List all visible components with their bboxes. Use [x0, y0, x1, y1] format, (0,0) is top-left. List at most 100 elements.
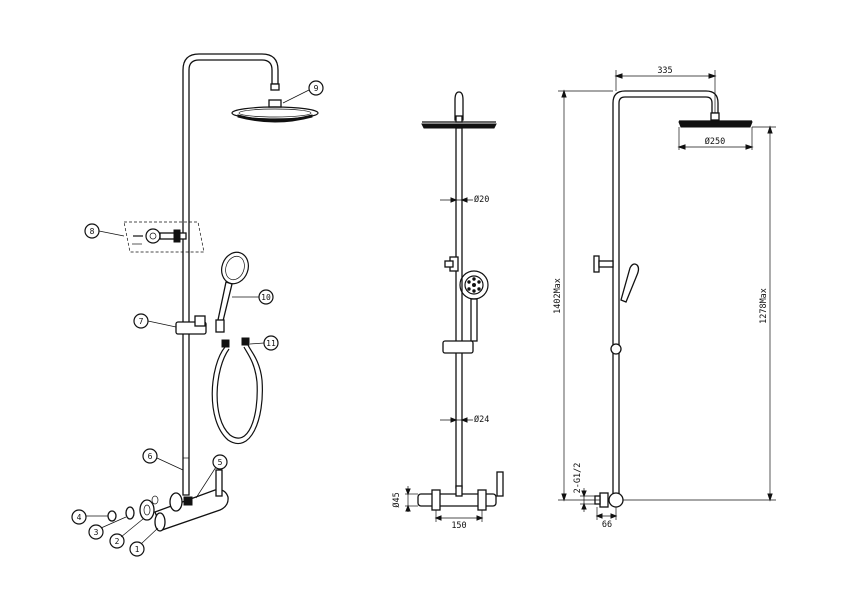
dim-mixer-width-label: 150: [451, 521, 466, 531]
dim-head-diameter-label: Ø250: [705, 136, 725, 147]
seal-washer: [125, 506, 135, 520]
wall-bracket-assembly: [123, 221, 205, 253]
slide-bracket-holder: [194, 315, 206, 327]
side-hand-shower: [620, 263, 640, 303]
front-head-face: [421, 123, 497, 129]
dim-lower-pipe: Ø24: [440, 414, 489, 425]
shower-hose: [211, 337, 263, 445]
mixer-outlet: [183, 496, 193, 506]
head-connector: [268, 99, 282, 108]
hand-shower: [215, 251, 249, 333]
bracket-arm: [159, 232, 187, 240]
bracket-clamp: [173, 229, 181, 243]
front-arm-stub: [454, 91, 464, 121]
dim-mixer-diameter-label: Ø45: [391, 492, 402, 507]
side-head-nut: [710, 112, 720, 121]
escutcheon-2: [169, 492, 183, 512]
side-mixer-body: [608, 492, 624, 508]
dim-mixer-diameter: Ø45: [391, 486, 418, 512]
callout-8-label: 8: [90, 227, 95, 236]
head-disc: [231, 106, 319, 120]
callout-2: 2: [109, 518, 144, 549]
dim-head-height-label: 1278Max: [759, 288, 769, 324]
callout-1-label: 1: [135, 545, 140, 554]
hand-shower-face: [225, 255, 245, 281]
eccentric-connector: [107, 510, 117, 522]
callout-11-label: 11: [266, 339, 276, 348]
dim-head-diameter: Ø250: [677, 127, 754, 150]
arm-nut: [270, 83, 280, 91]
callout-11: 11: [249, 335, 279, 351]
callout-7: 7: [133, 313, 177, 329]
callout-4-label: 4: [77, 513, 82, 522]
front-hand-handle: [470, 298, 478, 342]
front-view: Ø20 Ø24 Ø45 150: [391, 91, 504, 531]
front-mixer-leg-right: [477, 489, 487, 511]
callout-1: 1: [129, 527, 159, 557]
front-head-nut: [455, 115, 463, 123]
side-bracket-valve: [593, 255, 614, 273]
dim-upper-pipe: Ø20: [440, 194, 489, 205]
front-bracket-base: [444, 260, 454, 268]
dim-arm-width: 335: [614, 66, 717, 113]
dim-thread: 2-G1/2: [573, 463, 595, 512]
hose-outer: [211, 344, 263, 445]
side-bracket-handle: [593, 255, 600, 273]
hand-shower-cone: [215, 319, 225, 333]
escutcheon-inner: [143, 504, 151, 516]
side-bracket-stem: [598, 260, 614, 268]
callout-5: 5: [195, 454, 228, 499]
callout-3-label: 3: [94, 528, 99, 537]
callout-6-label: 6: [148, 452, 153, 461]
dim-wall-offset-label: 66: [602, 520, 612, 530]
hand-shower-head: [221, 251, 249, 285]
hose-inner: [216, 346, 258, 439]
dim-total-height: 1402Max: [553, 89, 613, 502]
callout-9: 9: [282, 80, 324, 104]
exploded-view: 9 8 10 7 11 6 5: [71, 53, 324, 557]
head-nozzle-face: [237, 114, 313, 123]
mixer-lever: [215, 469, 223, 497]
dim-mixer-width: 150: [434, 510, 484, 531]
hand-shower-handle: [217, 281, 233, 322]
hose-nut-top-left: [221, 339, 230, 348]
callout-10-label: 10: [261, 293, 271, 302]
bracket-disc: [145, 228, 161, 244]
side-mixer-connector: [599, 492, 609, 508]
small-nut: [151, 495, 159, 505]
dim-lower-pipe-label: Ø24: [474, 414, 489, 425]
callout-10: 10: [232, 289, 274, 305]
callout-2-label: 2: [115, 537, 120, 546]
dim-thread-label: 2-G1/2: [573, 463, 583, 494]
front-hand-face: [464, 275, 484, 295]
front-slide-bracket: [442, 340, 474, 354]
callout-7-label: 7: [139, 317, 144, 326]
bracket-disc-inner: [149, 232, 157, 240]
dim-upper-pipe-label: Ø20: [474, 194, 489, 205]
head-disc-inner: [238, 108, 312, 118]
callout-5-label: 5: [218, 458, 223, 467]
dim-arm-width-label: 335: [657, 66, 672, 76]
callout-6: 6: [142, 448, 184, 471]
mixer-end-cap: [154, 512, 166, 532]
callout-9-label: 9: [314, 84, 319, 93]
hose-nut-top-right: [241, 337, 250, 346]
front-hand-nozzle: [472, 283, 476, 287]
dim-total-height-label: 1402Max: [553, 278, 563, 314]
front-riser: [455, 127, 463, 489]
front-hand-shower: [459, 270, 489, 342]
dim-head-height: 1278Max: [623, 125, 776, 502]
front-mixer-lever: [496, 471, 504, 497]
side-head-face: [678, 121, 753, 128]
thermostatic-mixer: [107, 469, 229, 532]
escutcheon: [139, 499, 155, 521]
slide-bracket: [175, 315, 207, 335]
dim-wall-offset: 66: [595, 507, 618, 530]
callout-3: 3: [88, 516, 127, 540]
overhead-shower-head: [231, 99, 319, 123]
callout-8: 8: [84, 223, 125, 239]
callout-4: 4: [71, 509, 108, 525]
side-view: 335 Ø250 1402Max 1278Max: [553, 66, 776, 530]
